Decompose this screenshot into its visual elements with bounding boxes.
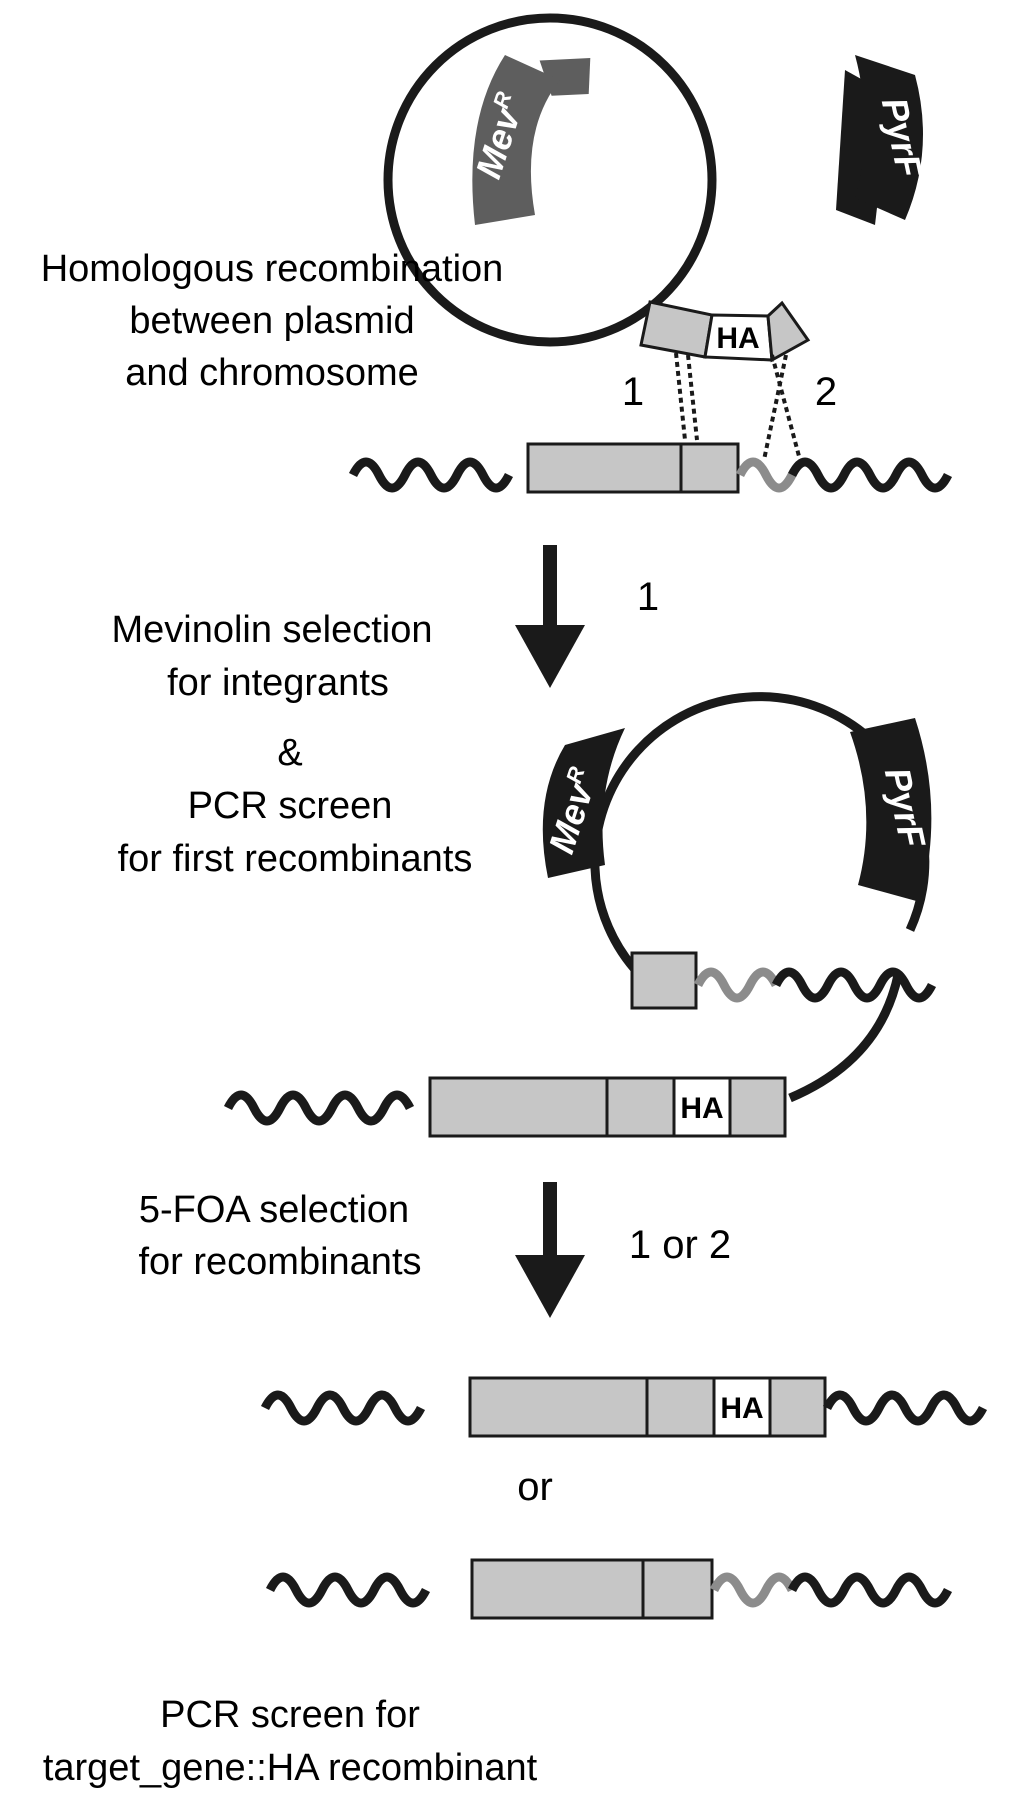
ha-box-chromosome-2 xyxy=(672,1076,732,1138)
crossover-site-1-label: 1 xyxy=(622,370,644,414)
crossover-line-2a xyxy=(770,354,802,461)
homology-box-left xyxy=(639,300,714,359)
step2-caption-line1: Mevinolin selection xyxy=(111,609,432,651)
result-wt-right-flank xyxy=(787,1572,953,1608)
crossover-line-1b xyxy=(686,354,699,441)
target-gene-box-1 xyxy=(526,442,740,494)
chromosome-result-ha: HA xyxy=(260,1376,988,1438)
target-gene-box-result-wt xyxy=(470,1558,714,1620)
ha-box-result xyxy=(712,1376,772,1438)
plasmid-1-insert: HA xyxy=(639,300,811,363)
step2-caption-line4: PCR screen xyxy=(188,785,393,827)
or-label: or xyxy=(517,1465,553,1509)
chromosome-2: HA xyxy=(223,1076,787,1138)
ha-label-chromosome-2: HA xyxy=(680,1092,723,1125)
result-ha-left-flank xyxy=(260,1390,426,1426)
step3-caption-line2: for recombinants xyxy=(138,1241,421,1283)
ha-label-result: HA xyxy=(720,1392,763,1425)
step1-caption-line3: and chromosome xyxy=(125,352,419,394)
crossover-line-1a xyxy=(674,352,687,441)
plasmid-1 xyxy=(383,13,890,347)
final-caption-line1: PCR screen for xyxy=(160,1694,420,1736)
result-wt-light-flank xyxy=(709,1572,797,1608)
arrow-2-label: 1 or 2 xyxy=(629,1223,731,1267)
crossover-lines xyxy=(674,352,802,461)
pyrf-segment-2 xyxy=(850,718,932,902)
step3-caption-line1: 5-FOA selection xyxy=(139,1189,409,1231)
chromosome-1 xyxy=(348,442,953,494)
chromosome-1-light-flank xyxy=(735,457,797,493)
mevr-segment-1 xyxy=(472,55,560,225)
chromosome-2-left-flank xyxy=(223,1090,415,1126)
plasmid-2: MevR PyrF xyxy=(540,692,937,1103)
chromosome-1-right-flank xyxy=(787,457,953,493)
homology-box-right xyxy=(766,300,811,363)
final-caption-line2: target_gene::HA recombinant xyxy=(43,1747,538,1789)
chromosome-1-left-flank xyxy=(348,457,514,493)
step2-caption-line2: for integrants xyxy=(167,662,389,704)
result-wt-left-flank xyxy=(265,1572,431,1608)
step1-caption-line1: Homologous recombination xyxy=(41,248,504,290)
result-ha-right-flank xyxy=(822,1390,988,1426)
step1-caption-line2: between plasmid xyxy=(129,300,414,342)
arrow-1 xyxy=(515,545,585,688)
mevr-segment-2 xyxy=(542,728,625,878)
plasmid-1-backbone xyxy=(383,13,717,347)
homology-box-plasmid-2 xyxy=(630,951,698,1010)
plasmid-2-light-flank xyxy=(693,967,781,1003)
ha-label-plasmid: HA xyxy=(716,322,759,355)
chromosome-result-wt xyxy=(265,1558,953,1620)
plasmid-2-dark-flank xyxy=(771,967,937,1003)
step2-caption-line3: & xyxy=(277,732,302,774)
step2-caption-line5: for first recombinants xyxy=(118,838,473,880)
crossover-site-2-label: 2 xyxy=(815,370,837,414)
pyrf-segment-1 xyxy=(855,55,923,220)
arrow-2 xyxy=(515,1182,585,1318)
crossover-line-2b xyxy=(762,354,788,461)
plasmid-2-lower-arc xyxy=(788,974,903,1103)
arrow-1-label: 1 xyxy=(637,575,659,619)
